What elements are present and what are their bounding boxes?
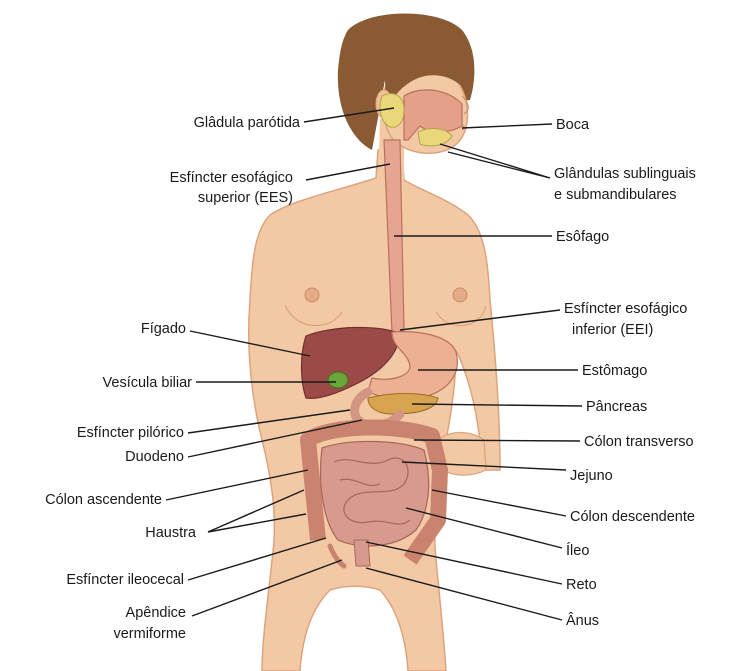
label-estomago: Estômago — [582, 363, 647, 379]
label-ileocecal: Esfíncter ileocecal — [66, 572, 184, 588]
label-vesicula: Vesícula biliar — [103, 375, 193, 391]
label-figado: Fígado — [141, 321, 186, 337]
label-colon-asc: Cólon ascendente — [45, 492, 162, 508]
leader-colon-desc — [432, 490, 566, 516]
label-boca: Boca — [556, 117, 590, 133]
label-apendice: Apêndicevermiforme — [113, 605, 186, 642]
label-ileo: Íleo — [566, 542, 589, 559]
leader-sublinguais-1 — [440, 144, 550, 178]
label-duodeno: Duodeno — [125, 449, 184, 465]
label-anus: Ânus — [566, 612, 599, 629]
label-pancreas: Pâncreas — [586, 399, 647, 415]
label-piloric: Esfíncter pilórico — [77, 425, 184, 441]
label-esofago: Esôfago — [556, 229, 609, 245]
label-sublinguais: Glândulas sublinguaise submandibulares — [554, 166, 696, 203]
leader-sublinguais-2 — [448, 152, 550, 178]
label-jejuno: Jejuno — [570, 468, 613, 484]
nipple-right — [453, 288, 467, 302]
small-intestine-organ — [321, 441, 429, 546]
label-parotida: Glâdula parótida — [194, 115, 301, 131]
nipple-left — [305, 288, 319, 302]
leader-boca — [462, 124, 552, 128]
gallbladder-organ — [328, 372, 348, 388]
label-colon-trans: Cólon transverso — [584, 434, 694, 450]
rectum-organ — [354, 540, 370, 566]
label-eei: Esfíncter esofágicoinferior (EEI) — [564, 301, 687, 338]
leader-colon-trans — [414, 440, 580, 441]
label-colon-desc: Cólon descendente — [570, 509, 695, 525]
label-haustra: Haustra — [145, 525, 197, 541]
label-reto: Reto — [566, 577, 597, 593]
label-ees: Esfíncter esofágicosuperior (EES) — [170, 170, 293, 206]
labels-right: Boca Glândulas sublinguaise submandibula… — [554, 117, 696, 629]
